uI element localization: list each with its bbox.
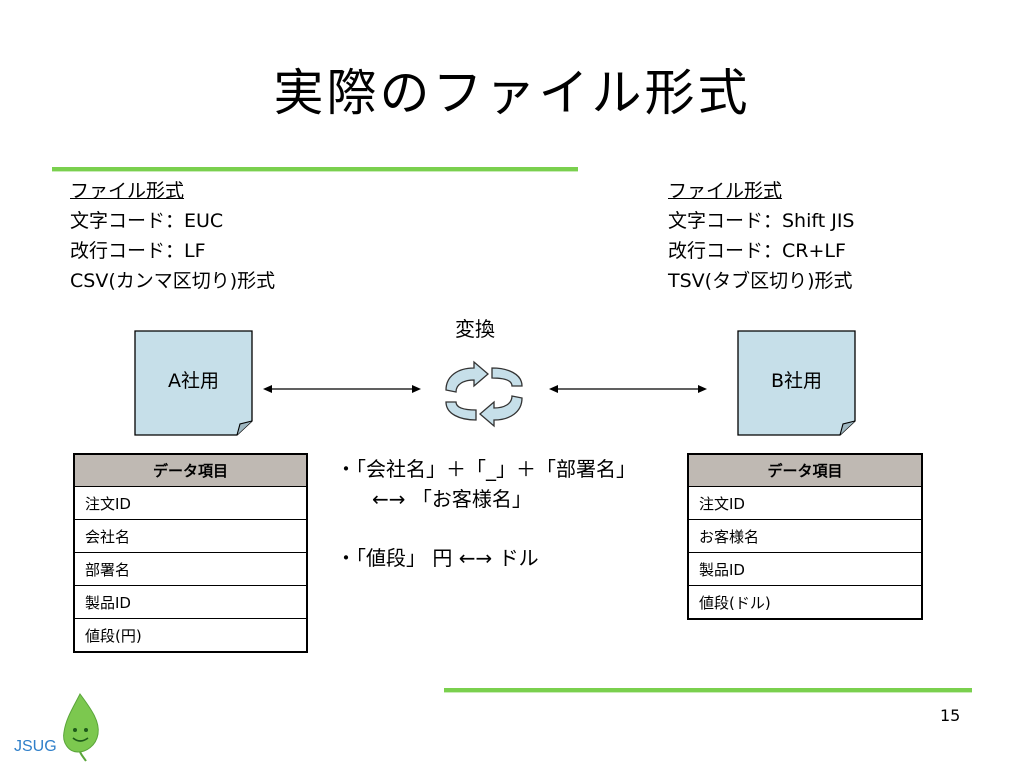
company-a-document: A社用 xyxy=(134,330,253,436)
page-number: 15 xyxy=(940,706,961,725)
right-spec-newline: 改行コード：CR+LF xyxy=(668,240,846,262)
company-a-data-table: データ項目 注文ID 会社名 部署名 製品ID 値段(円) xyxy=(73,453,308,653)
left-spec-charset: 文字コード：EUC xyxy=(70,210,224,232)
table-row: お客様名 xyxy=(687,519,923,553)
mapping-rule-price: ・「値段」 円 ←→ ドル xyxy=(336,546,539,570)
table-row: 値段(ドル) xyxy=(687,585,923,620)
left-spec-format: CSV(カンマ区切り)形式 xyxy=(70,270,276,292)
table-row: 注文ID xyxy=(73,486,308,520)
table-row: 製品ID xyxy=(73,585,308,619)
left-double-arrow xyxy=(263,385,421,393)
table-a-header: データ項目 xyxy=(73,453,308,487)
table-header-row: データ項目 xyxy=(687,453,923,487)
jsug-leaf-logo-icon xyxy=(63,693,99,762)
slide-title: 実際のファイル形式 xyxy=(273,64,751,122)
table-row: 値段(円) xyxy=(73,618,308,653)
document-a-shape xyxy=(134,330,253,436)
jsug-logo-text: JSUG xyxy=(14,738,57,755)
company-b-document: B社用 xyxy=(737,330,856,436)
bottom-green-rule xyxy=(444,688,972,693)
table-cell: 値段(ドル) xyxy=(687,585,923,620)
table-cell: 製品ID xyxy=(73,585,308,619)
right-spec-heading: ファイル形式 xyxy=(668,180,783,202)
table-cell: 会社名 xyxy=(73,519,308,553)
table-b-header: データ項目 xyxy=(687,453,923,487)
table-row: 会社名 xyxy=(73,519,308,553)
right-double-arrow xyxy=(549,385,707,393)
conversion-cycle-icon xyxy=(445,360,523,428)
table-cell: 注文ID xyxy=(73,486,308,520)
table-header-row: データ項目 xyxy=(73,453,308,487)
mapping-rule-customer-name: ←→ 「お客様名」 xyxy=(372,487,532,511)
company-b-label: B社用 xyxy=(770,370,823,392)
right-spec-format: TSV(タブ区切り)形式 xyxy=(668,270,853,292)
conversion-label: 変換 xyxy=(455,317,495,341)
table-cell: 注文ID xyxy=(687,486,923,520)
table-row: 部署名 xyxy=(73,552,308,586)
table-row: 注文ID xyxy=(687,486,923,520)
table-cell: お客様名 xyxy=(687,519,923,553)
left-spec-newline: 改行コード：LF xyxy=(70,240,206,262)
table-cell: 部署名 xyxy=(73,552,308,586)
table-cell: 製品ID xyxy=(687,552,923,586)
right-file-spec: ファイル形式 文字コード：Shift JIS 改行コード：CR+LF TSV(タ… xyxy=(668,176,855,296)
table-cell: 値段(円) xyxy=(73,618,308,653)
table-row: 製品ID xyxy=(687,552,923,586)
left-file-spec: ファイル形式 文字コード：EUC 改行コード：LF CSV(カンマ区切り)形式 xyxy=(70,176,275,296)
company-a-label: A社用 xyxy=(168,370,219,392)
top-green-rule xyxy=(52,167,578,172)
left-spec-heading: ファイル形式 xyxy=(70,180,185,202)
document-b-shape xyxy=(737,330,856,436)
company-b-data-table: データ項目 注文ID お客様名 製品ID 値段(ドル) xyxy=(687,453,923,620)
right-spec-charset: 文字コード：Shift JIS xyxy=(668,210,855,232)
mapping-rule-company-name: ・「会社名」＋「_」＋「部署名」 xyxy=(336,457,636,481)
